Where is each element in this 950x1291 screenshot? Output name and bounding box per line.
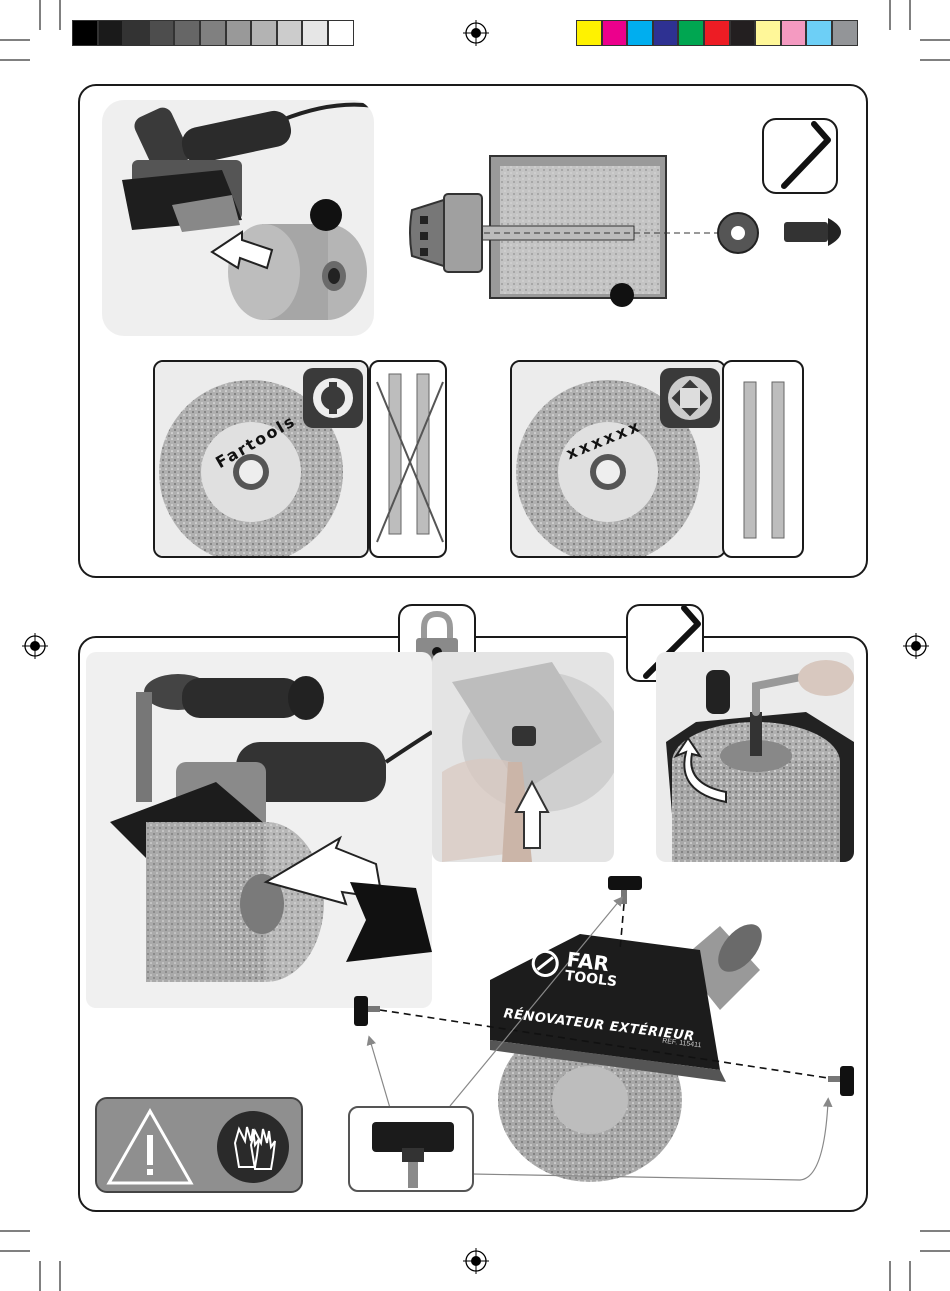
keys-crossed-frame	[369, 360, 447, 558]
color-bar	[576, 20, 858, 46]
gray-swatch	[149, 20, 175, 46]
gray-swatch	[72, 20, 98, 46]
gray-swatch	[174, 20, 200, 46]
color-swatch	[576, 20, 602, 46]
gloves-icon	[215, 1109, 291, 1185]
brush-compatible-frame: xxxxxx	[510, 360, 726, 558]
spindle-lock-photo	[432, 652, 614, 862]
registration-mark-icon	[903, 633, 929, 659]
color-swatch	[806, 20, 832, 46]
safety-warning-box	[95, 1097, 303, 1193]
gray-swatch	[226, 20, 252, 46]
keys-ok-frame	[722, 360, 804, 558]
round-bore-inset	[303, 368, 363, 428]
gray-swatch	[328, 20, 354, 46]
color-swatch	[653, 20, 679, 46]
registration-mark-icon	[463, 20, 489, 46]
gray-swatch	[277, 20, 303, 46]
warning-triangle-icon	[105, 1107, 195, 1187]
registration-mark-icon	[22, 633, 48, 659]
gray-swatch	[98, 20, 124, 46]
brush-tighten-photo	[656, 652, 854, 862]
color-swatch	[832, 20, 858, 46]
color-swatch	[678, 20, 704, 46]
brand-mark-icon	[529, 947, 562, 980]
tool-assembly-photo	[102, 100, 374, 336]
color-swatch	[627, 20, 653, 46]
gray-swatch	[251, 20, 277, 46]
color-swatch	[730, 20, 756, 46]
gray-swatch	[302, 20, 328, 46]
square-bore-inset	[660, 368, 720, 428]
registration-mark-icon	[463, 1248, 489, 1274]
gray-swatch	[200, 20, 226, 46]
color-swatch	[704, 20, 730, 46]
brush-incompatible-frame: Fartools	[153, 360, 369, 558]
brush-exploded-diagram	[404, 150, 860, 310]
color-swatch	[602, 20, 628, 46]
gray-swatch	[123, 20, 149, 46]
color-swatch	[781, 20, 807, 46]
knob-closeup-frame	[348, 1106, 474, 1192]
color-swatch	[755, 20, 781, 46]
grayscale-bar	[72, 20, 354, 46]
